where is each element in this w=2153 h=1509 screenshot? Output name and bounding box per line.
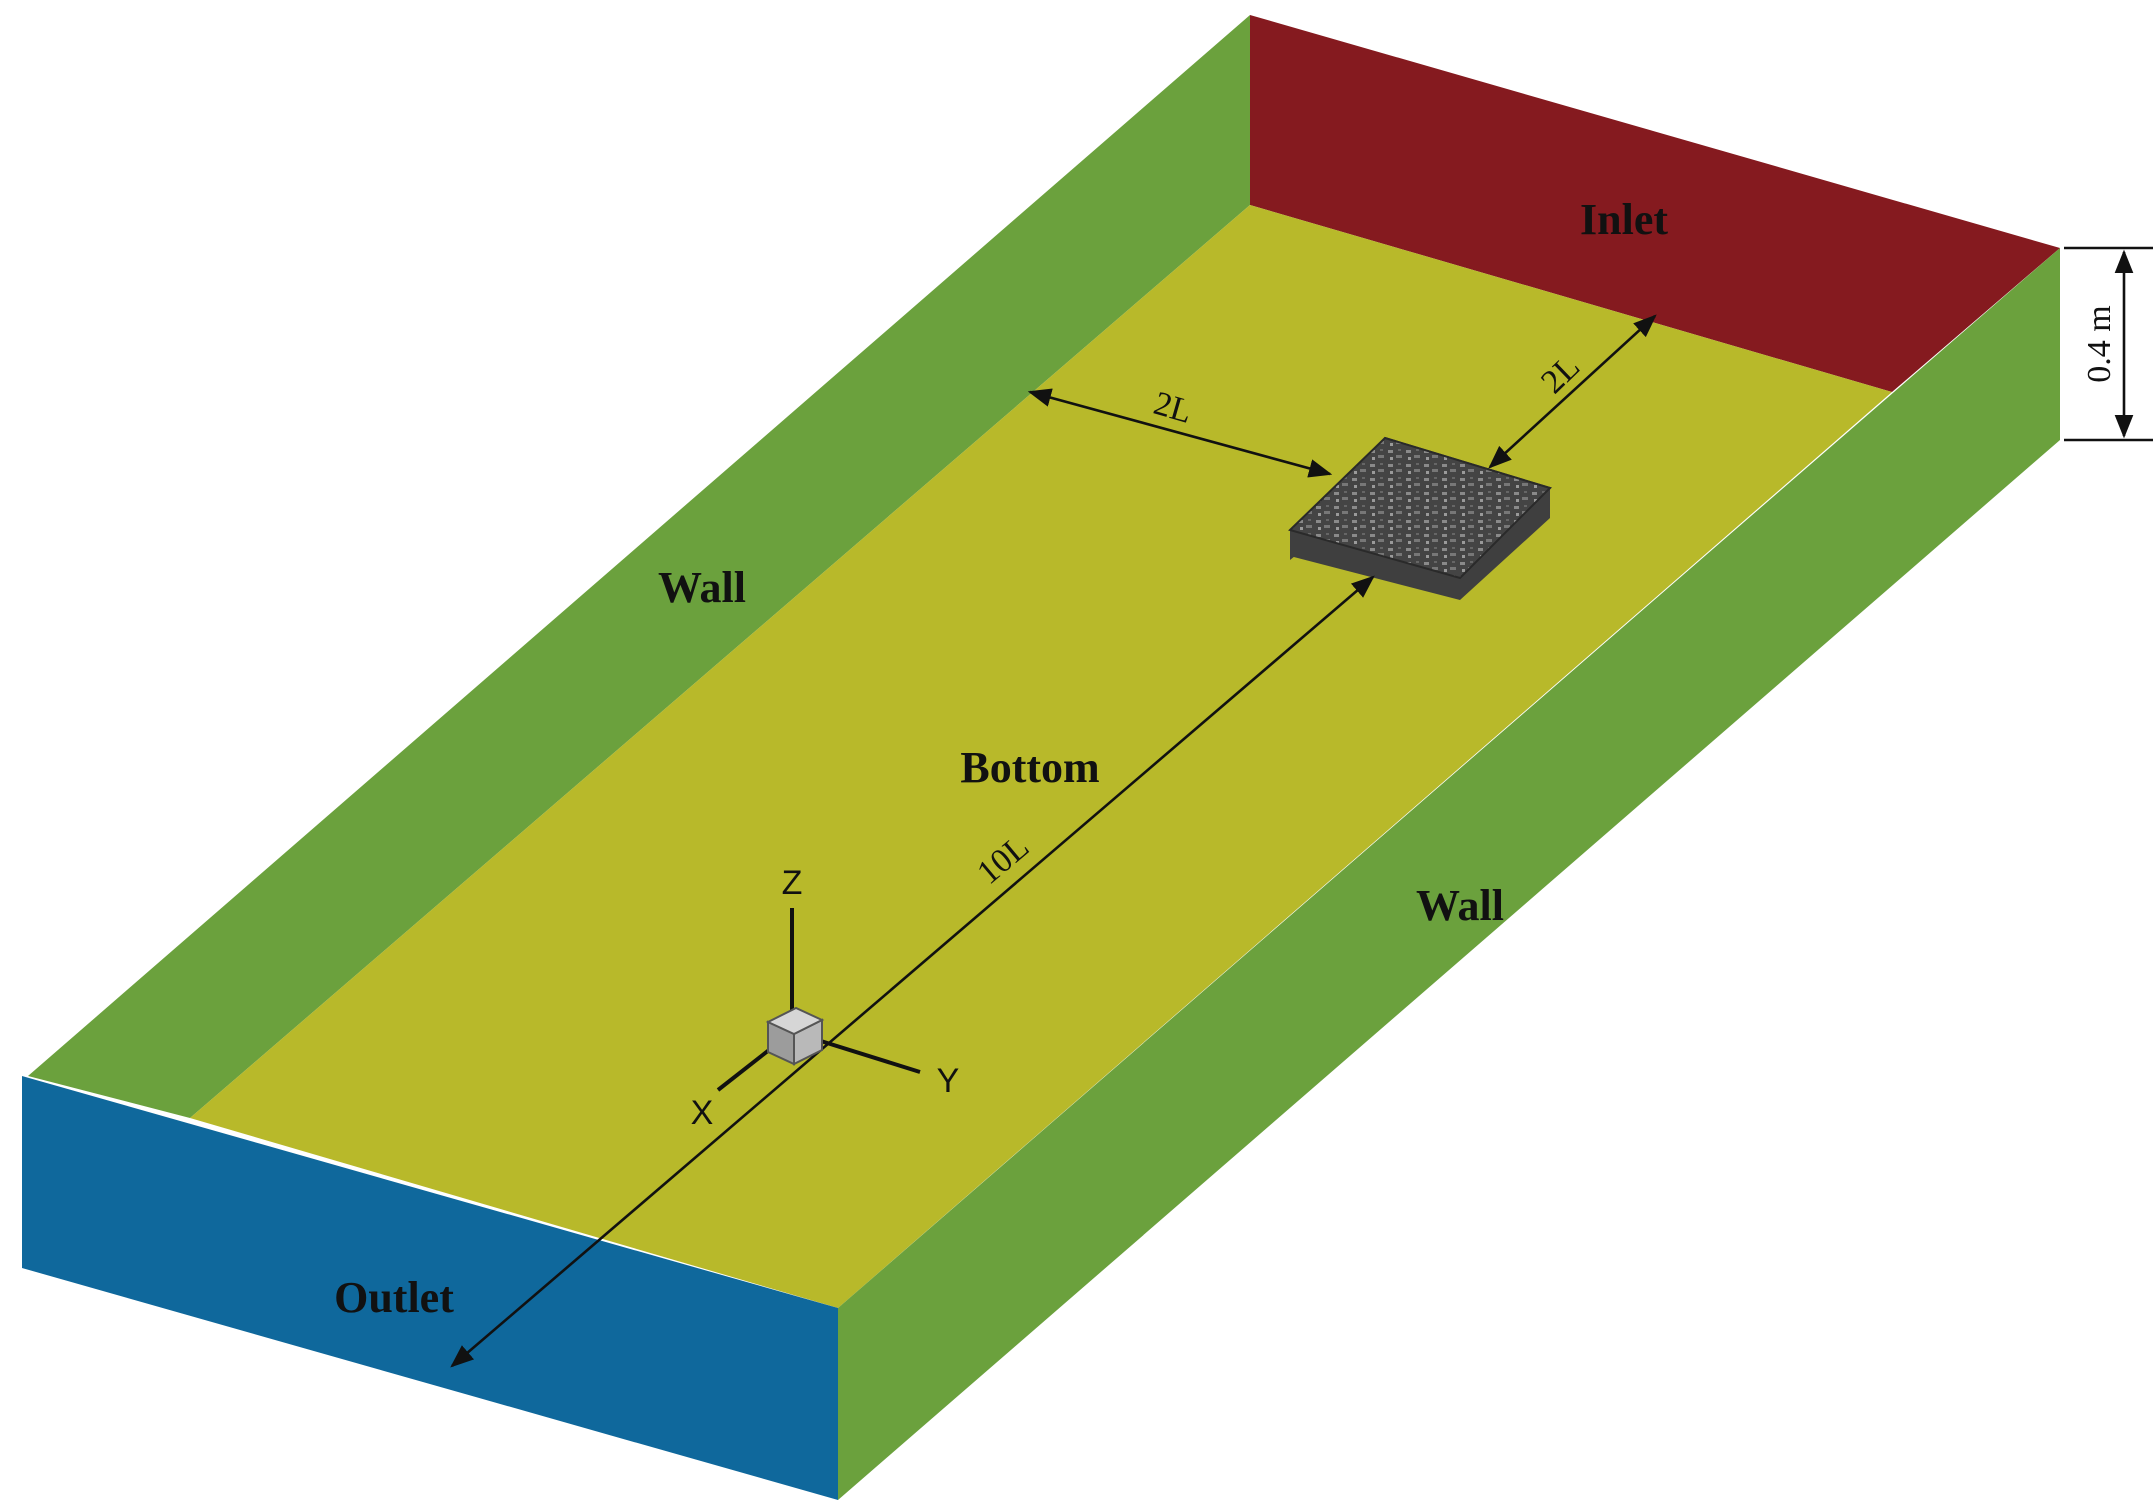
y-axis-label: Y: [937, 1062, 960, 1100]
model-front: [1290, 530, 1460, 600]
bottom-label: Bottom: [960, 743, 1099, 792]
lateral-gap-dimension-line: [1027, 388, 1333, 478]
inlet-label: Inlet: [1580, 195, 1668, 244]
upstream-gap-dimension-line: [1488, 314, 1657, 469]
model-top-slab: [1288, 436, 1552, 580]
right-wall-label: Wall: [1416, 881, 1504, 930]
length-dimension-line: [450, 575, 1375, 1368]
z-axis-label: Z: [782, 864, 803, 902]
origin-cube-top: [765, 1006, 825, 1036]
inlet-face: [1250, 15, 2060, 392]
outlet-face: [22, 1076, 838, 1500]
outlet-label: Outlet: [334, 1273, 454, 1322]
axis-triad: Z Y X: [691, 864, 960, 1132]
roughness-model: [1288, 436, 1552, 600]
depth-dimension-label: 0.4 m: [2081, 305, 2118, 382]
model-right-side: [1460, 488, 1550, 600]
x-axis-label: X: [691, 1094, 714, 1132]
left-wall-label: Wall: [658, 563, 746, 612]
left-wall-face: [28, 15, 1250, 1118]
